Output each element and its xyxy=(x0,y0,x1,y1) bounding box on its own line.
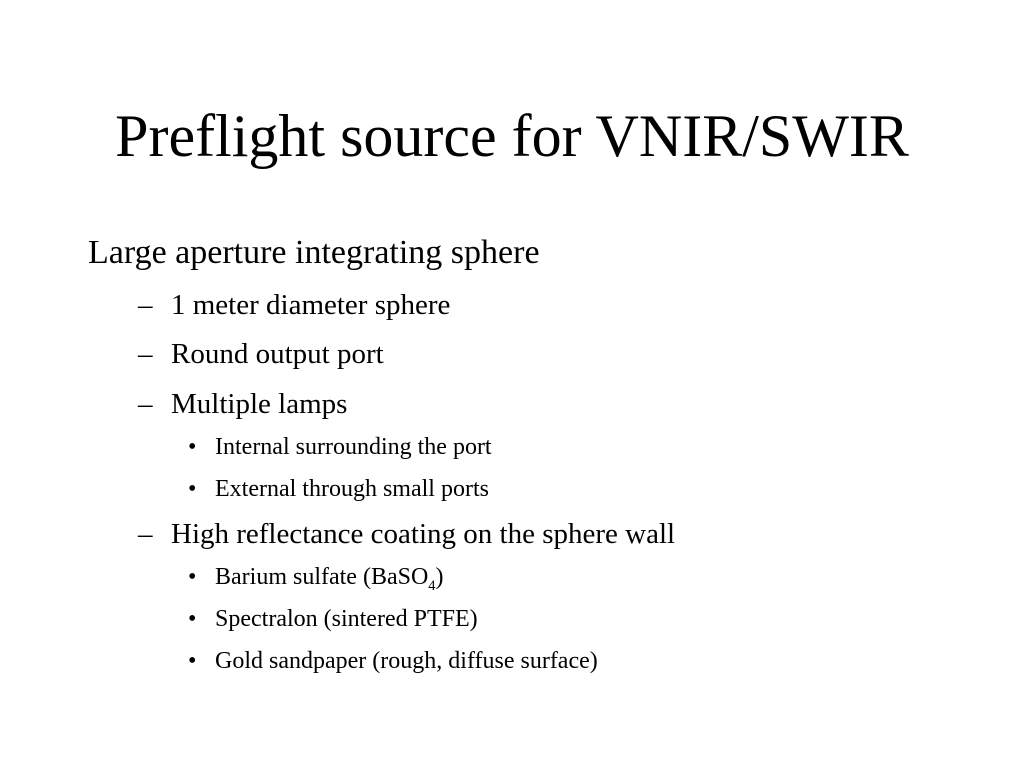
bullet-level3: •External through small ports xyxy=(188,476,489,502)
bullet-level1: Large aperture integrating sphere xyxy=(88,234,540,271)
bullet-level3: •Spectralon (sintered PTFE) xyxy=(188,606,478,632)
bullet-level3: •Barium sulfate (BaSO4) xyxy=(188,564,444,594)
bullet-level2: –Round output port xyxy=(138,338,384,370)
bullet-level3: •Internal surrounding the port xyxy=(188,434,492,460)
bullet-level2: –High reflectance coating on the sphere … xyxy=(138,518,676,550)
bullet-level3: •Gold sandpaper (rough, diffuse surface) xyxy=(188,648,598,674)
bullet-level2: –Multiple lamps xyxy=(138,388,348,420)
slide-title: Preflight source for VNIR/SWIR xyxy=(115,103,909,169)
bullet-level2: –1 meter diameter sphere xyxy=(138,289,451,321)
